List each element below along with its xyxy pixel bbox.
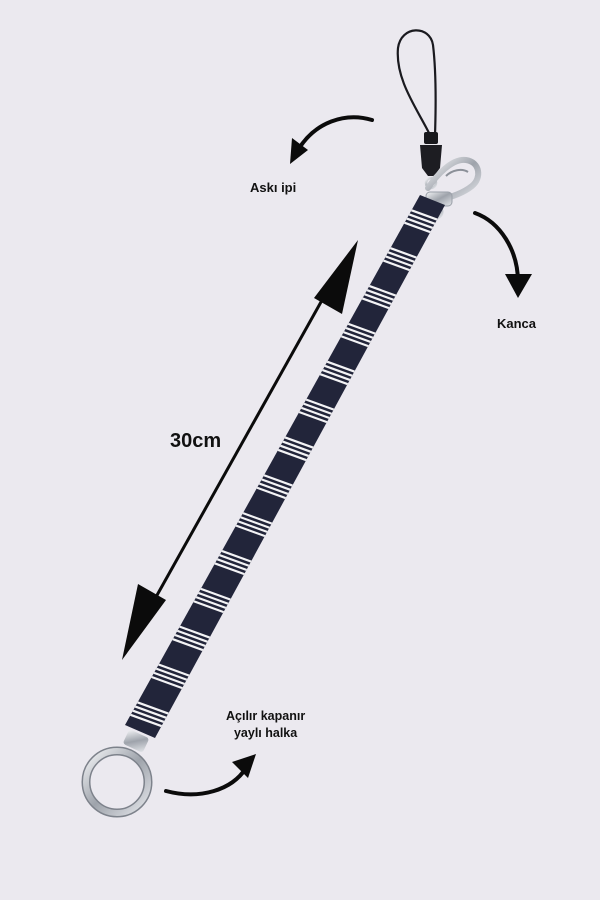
ring-callout-arrow-icon — [164, 754, 256, 797]
length-arrow-icon — [122, 240, 358, 660]
ring-label: Açılır kapanır yaylı halka — [226, 708, 305, 742]
strap-stripe — [169, 627, 215, 646]
snap-ring-icon — [81, 730, 153, 818]
hook-callout-arrow-icon — [473, 211, 532, 298]
ring-label-line2: yaylı halka — [233, 726, 298, 740]
hook-label: Kanca — [497, 316, 537, 331]
strap-label: Askı ipi — [250, 180, 297, 195]
strap-stripe — [128, 703, 173, 722]
length-label: 30cm — [170, 430, 222, 452]
strap-callout-arrow-icon — [290, 115, 374, 164]
cord-loop-icon — [396, 29, 437, 136]
strap-body — [125, 195, 445, 738]
ring-label-line1: Açılır kapanır — [226, 709, 306, 723]
strap-stripe — [148, 665, 194, 684]
